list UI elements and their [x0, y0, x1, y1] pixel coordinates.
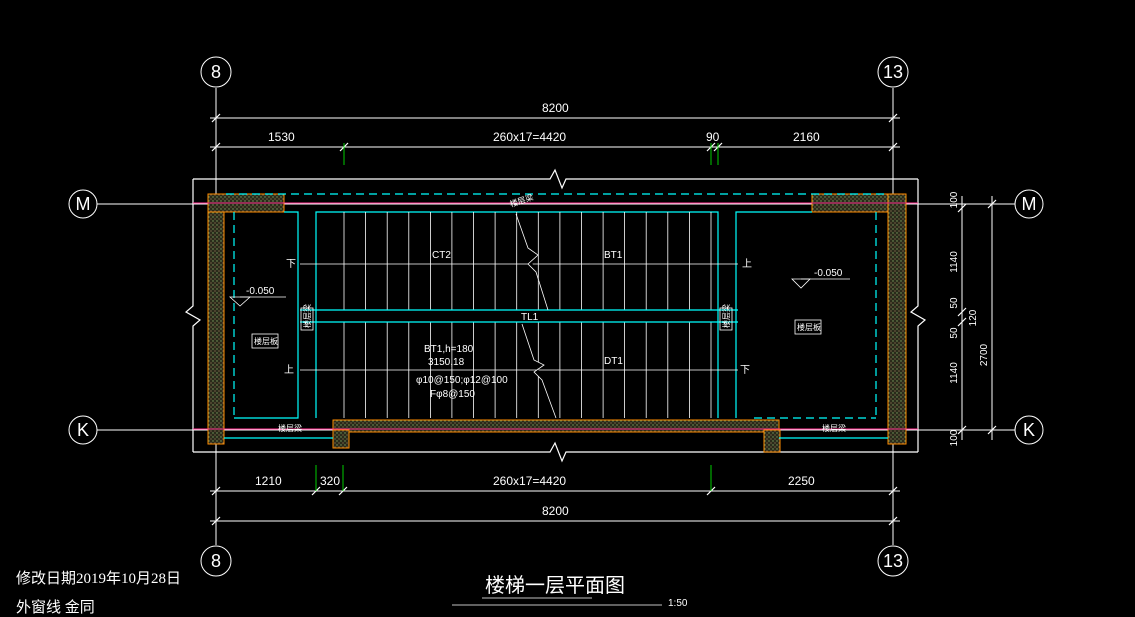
dim-right-d3: 50	[949, 297, 960, 309]
axis-bubble-k-right: K	[1014, 415, 1044, 445]
label-ct2: CT2	[432, 250, 451, 261]
axis-bubble-m-right: M	[1014, 189, 1044, 219]
label-bt1-spec3: φ10@150;φ12@100	[416, 375, 508, 386]
tag-left-room: 楼层板	[254, 336, 278, 346]
building-outline	[184, 168, 927, 463]
dim-bottom-seg2: 320	[320, 474, 340, 488]
stair-labels: CT2 BT1 TL1 DT1 BT1,h=180 3150,18 φ10@15…	[284, 250, 752, 400]
wall-bottom-mid	[332, 419, 780, 433]
dim-top-seg2: 260x17=4420	[493, 130, 566, 144]
axis-bubble-13-top: 13	[877, 56, 909, 88]
label-bt1: BT1	[604, 250, 623, 261]
elev-triangle-left	[228, 296, 252, 307]
dim-right-d6: 100	[949, 429, 960, 446]
dim-bottom-seg1: 1210	[255, 474, 282, 488]
bottom-dimensions: 1210 320 260x17=4420 2250 8200	[210, 465, 900, 526]
dim-right-d5: 1140	[949, 362, 960, 384]
tag-post-left: 楼层梁	[302, 304, 312, 328]
dim-right-overall: 2700	[979, 343, 990, 366]
axis-label: K	[77, 420, 89, 440]
tag-bottom-right: 楼层梁	[822, 423, 846, 433]
drawing-title: 楼梯一层平面图 1:50	[452, 574, 688, 609]
axis-bubble-8-bottom: 8	[200, 545, 232, 577]
title-main: 楼梯一层平面图	[485, 574, 625, 597]
elev-triangle-right	[791, 278, 811, 289]
axis-label: 13	[883, 551, 903, 571]
tag-right-room: 楼层板	[797, 322, 821, 332]
break-line-bottom	[521, 323, 557, 419]
dim-right-d1: 100	[949, 191, 960, 208]
wall-left	[207, 193, 225, 445]
elev-left: -0.050	[246, 286, 275, 297]
axis-label: 8	[211, 551, 221, 571]
axis-label: M	[76, 194, 91, 214]
axis-bubbles: 8 13 8 13 M M K K	[68, 56, 1044, 577]
right-dimensions: 100 1140 50 50 1140 100 120 2700	[949, 191, 997, 446]
tags: 楼层梁 楼层板 楼层板 楼层梁 楼层梁 楼层梁 楼层梁	[251, 192, 846, 433]
footer-notes: 修改日期2019年10月28日 外窗线 金同	[16, 570, 181, 616]
dim-bottom-seg3: 260x17=4420	[493, 474, 566, 488]
tag-bottom-left: 楼层梁	[278, 423, 302, 433]
beams	[224, 193, 888, 439]
axis-label: 13	[883, 62, 903, 82]
tag-post-right: 楼层梁	[721, 304, 731, 328]
tag-box-left-room	[251, 333, 279, 349]
axis-label: 8	[211, 62, 221, 82]
tag-box-right-room	[794, 319, 822, 335]
dim-top-overall: 8200	[542, 101, 569, 115]
wall-bottom-post-right	[763, 429, 781, 453]
axis-bubble-8-top: 8	[200, 56, 232, 88]
dim-bottom-seg4: 2250	[788, 474, 815, 488]
footer-line2: 外窗线 金同	[16, 598, 95, 616]
title-scale: 1:50	[668, 598, 688, 609]
label-tl1: TL1	[521, 312, 539, 323]
top-dimensions: 8200 1530 260x17=4420 90 2160	[210, 101, 900, 165]
label-up-bottom-right: 下	[740, 365, 750, 376]
tag-box-post-right	[719, 307, 733, 331]
label-bt1-spec: BT1,h=180	[424, 344, 474, 355]
dim-right-d4: 50	[949, 327, 960, 339]
footer-line1: 修改日期2019年10月28日	[16, 570, 181, 587]
label-up-bottom-left: 上	[284, 364, 294, 376]
label-up-top-right: 上	[742, 258, 752, 270]
stair-flight-top	[343, 212, 712, 310]
elev-right: -0.050	[814, 268, 843, 279]
axis-bubble-k-left: K	[68, 415, 98, 445]
elevation-markers: -0.050 -0.050	[228, 268, 850, 307]
stair-flights	[300, 212, 738, 419]
axis-bubble-m-left: M	[68, 189, 98, 219]
dim-top-seg4: 2160	[793, 130, 820, 144]
label-up-top-left: 下	[286, 259, 296, 270]
dim-bottom-overall: 8200	[542, 504, 569, 518]
wall-bottom-post-left	[332, 429, 350, 449]
dim-right-mid: 120	[968, 309, 979, 326]
label-dt1: DT1	[604, 356, 623, 367]
label-bt1-spec4: Fφ8@150	[430, 389, 475, 400]
dim-top-seg3: 90	[706, 130, 720, 144]
magenta-lines	[193, 202, 918, 430]
axis-label: M	[1022, 194, 1037, 214]
tag-box-post-left	[300, 307, 314, 331]
axis-label: K	[1023, 420, 1035, 440]
dim-right-d2: 1140	[949, 251, 960, 273]
dim-top-seg1: 1530	[268, 130, 295, 144]
axis-bubble-13-bottom: 13	[877, 545, 909, 577]
wall-right	[887, 193, 907, 445]
label-bt1-spec2: 3150,18	[428, 357, 465, 368]
break-line-top	[515, 213, 549, 311]
